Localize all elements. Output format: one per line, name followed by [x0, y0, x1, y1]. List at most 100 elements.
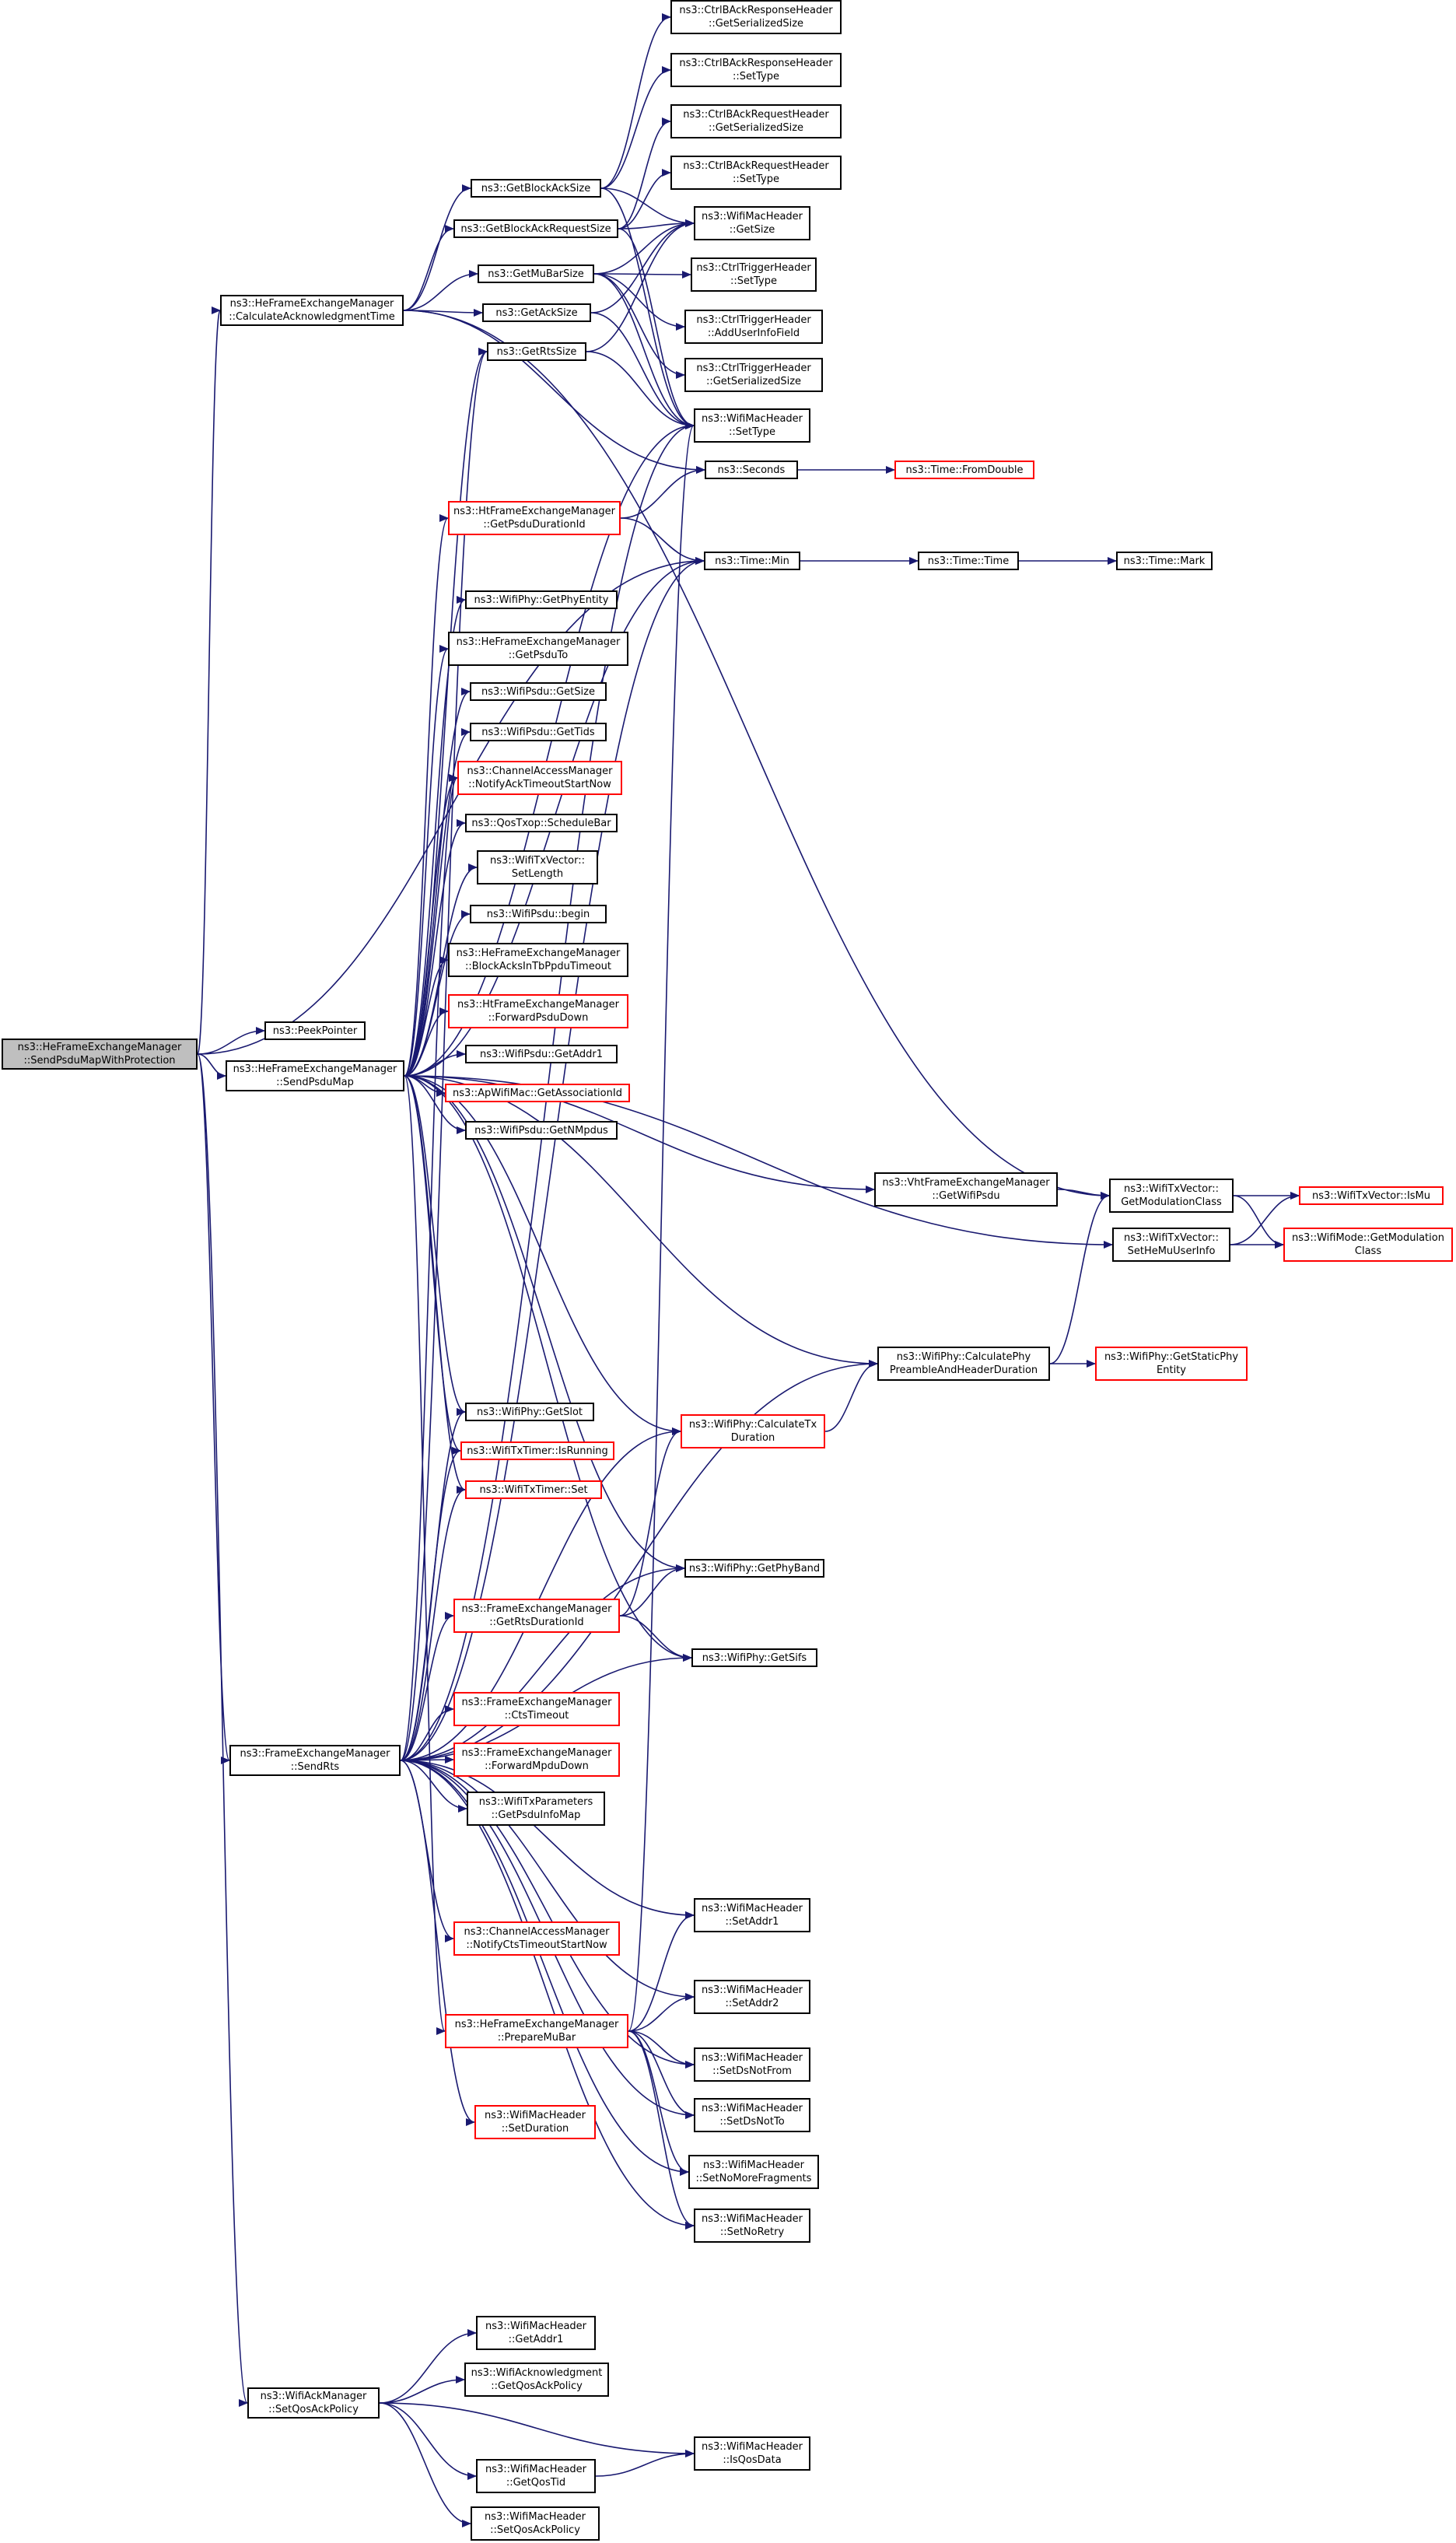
node-txp-psdu-map[interactable]: ns3::WifiTxParameters::GetPsduInfoMap [467, 1792, 605, 1826]
node-seconds[interactable]: ns3::Seconds [705, 461, 798, 479]
node-txv-set-he-mu[interactable]: ns3::WifiTxVector::SetHeMuUserInfo [1112, 1228, 1230, 1262]
node-label-line: ::GetPsduInfoMap [491, 1809, 581, 1821]
node-get-block-ack-req-size[interactable]: ns3::GetBlockAckRequestSize [453, 219, 618, 238]
node-psdu-gettids[interactable]: ns3::WifiPsdu::GetTids [470, 723, 607, 741]
node-label-line: ns3::CtrlTriggerHeader [696, 314, 811, 326]
node-mac-setdsnotto[interactable]: ns3::WifiMacHeader::SetDsNotTo [694, 2098, 810, 2132]
node-he-calc-ack-time[interactable]: ns3::HeFrameExchangeManager::CalculateAc… [220, 295, 404, 326]
node-txv-ismu[interactable]: ns3::WifiTxVector::IsMu [1299, 1186, 1444, 1205]
node-psdu-getsize[interactable]: ns3::WifiPsdu::GetSize [470, 682, 607, 701]
node-get-block-ack-size[interactable]: ns3::GetBlockAckSize [471, 179, 601, 198]
node-mac-settype[interactable]: ns3::WifiMacHeader::SetType [694, 408, 810, 443]
node-label-line: ns3::Time::Time [927, 555, 1010, 567]
node-mac-setaddr2[interactable]: ns3::WifiMacHeader::SetAddr2 [694, 1980, 810, 2014]
node-ctrl-ba-req-getsize[interactable]: ns3::CtrlBAckRequestHeader::GetSerialize… [670, 104, 842, 138]
node-label-line: ns3::HeFrameExchangeManager [456, 636, 621, 648]
node-timer-isrunning[interactable]: ns3::WifiTxTimer::IsRunning [460, 1441, 614, 1460]
node-ap-assoc-id[interactable]: ns3::ApWifiMac::GetAssociationId [445, 1084, 630, 1102]
node-ack-get-qos-policy[interactable]: ns3::WifiAcknowledgment::GetQosAckPolicy [464, 2363, 609, 2397]
node-vht-get-psdu[interactable]: ns3::VhtFrameExchangeManager::GetWifiPsd… [874, 1172, 1058, 1207]
node-trig-settype[interactable]: ns3::CtrlTriggerHeader::SetType [691, 257, 817, 292]
node-label-line: ns3::CtrlTriggerHeader [696, 363, 811, 374]
node-mac-setnoretry[interactable]: ns3::WifiMacHeader::SetNoRetry [694, 2208, 810, 2243]
edge-fem-send-rts-to-txp-psdu-map [400, 1760, 467, 1813]
node-mac-setnomorefrag[interactable]: ns3::WifiMacHeader::SetNoMoreFragments [688, 2155, 819, 2189]
edge-he-send-psdu-map-to-psdu-gettids [404, 728, 471, 1077]
node-ht-fwd-psdu[interactable]: ns3::HtFrameExchangeManager::ForwardPsdu… [448, 994, 628, 1028]
node-mac-isqosdata[interactable]: ns3::WifiMacHeader::IsQosData [694, 2436, 810, 2471]
node-trig-getsize[interactable]: ns3::CtrlTriggerHeader::GetSerializedSiz… [684, 358, 823, 392]
node-mac-getsize[interactable]: ns3::WifiMacHeader::GetSize [694, 206, 810, 240]
node-label-line: ns3::CtrlBAckRequestHeader [683, 160, 829, 172]
node-he-prepare-mubar[interactable]: ns3::HeFrameExchangeManager::PrepareMuBa… [445, 2014, 628, 2048]
node-mac-setdsnotfrom[interactable]: ns3::WifiMacHeader::SetDsNotFrom [694, 2047, 810, 2082]
node-fem-send-rts[interactable]: ns3::FrameExchangeManager::SendRts [229, 1745, 401, 1776]
node-txv-setlength[interactable]: ns3::WifiTxVector::SetLength [477, 850, 598, 884]
node-trig-add-user[interactable]: ns3::CtrlTriggerHeader::AddUserInfoField [684, 310, 823, 344]
node-time-fromdouble[interactable]: ns3::Time::FromDouble [894, 461, 1034, 479]
node-ctrl-ba-req-settype[interactable]: ns3::CtrlBAckRequestHeader::SetType [670, 156, 842, 190]
node-ctrl-ba-resp-getsize[interactable]: ns3::CtrlBAckResponseHeader::GetSerializ… [670, 0, 842, 34]
node-time-min[interactable]: ns3::Time::Min [704, 552, 800, 570]
node-get-rts-size[interactable]: ns3::GetRtsSize [487, 342, 586, 361]
node-time-mark[interactable]: ns3::Time::Mark [1116, 552, 1213, 570]
node-cam-ack-timeout[interactable]: ns3::ChannelAccessManager::NotifyAckTime… [457, 761, 622, 795]
node-label-line: ::GetSize [729, 224, 775, 236]
node-fem-fwd-mpdu[interactable]: ns3::FrameExchangeManager::ForwardMpduDo… [453, 1743, 620, 1777]
node-timer-set[interactable]: ns3::WifiTxTimer::Set [465, 1480, 602, 1499]
node-psdu-nmpdus[interactable]: ns3::WifiPsdu::GetNMpdus [465, 1121, 618, 1140]
node-get-mu-bar-size[interactable]: ns3::GetMuBarSize [478, 264, 594, 283]
edge-get-mu-bar-size-to-trig-add-user [593, 273, 685, 331]
node-phy-getsifs[interactable]: ns3::WifiPhy::GetSifs [691, 1648, 817, 1667]
node-cam-cts-timeout[interactable]: ns3::ChannelAccessManager::NotifyCtsTime… [453, 1921, 620, 1956]
edge-he-send-psdu-map-to-he-ba-timeout [404, 956, 449, 1077]
node-mac-getaddr1[interactable]: ns3::WifiMacHeader::GetAddr1 [476, 2316, 596, 2350]
node-mac-getqostid[interactable]: ns3::WifiMacHeader::GetQosTid [476, 2459, 596, 2493]
node-phy-getslot[interactable]: ns3::WifiPhy::GetSlot [465, 1403, 594, 1421]
node-label-line: ::SetDsNotTo [719, 2116, 785, 2128]
node-ack-set-qos-policy[interactable]: ns3::WifiAckManager::SetQosAckPolicy [247, 2387, 380, 2419]
edge-root-to-he-send-psdu-map [197, 1053, 226, 1080]
node-qos-schedule-bar[interactable]: ns3::QosTxop::ScheduleBar [465, 814, 618, 832]
edge-ack-set-qos-policy-to-mac-isqosdata [379, 2402, 695, 2457]
node-mac-setqosackpolicy[interactable]: ns3::WifiMacHeader::SetQosAckPolicy [471, 2506, 600, 2541]
node-label-line: ns3::WifiPhy::GetSifs [702, 1652, 807, 1664]
node-fem-cts-timeout[interactable]: ns3::FrameExchangeManager::CtsTimeout [453, 1692, 620, 1726]
node-he-send-psdu-map[interactable]: ns3::HeFrameExchangeManager::SendPsduMap [226, 1060, 404, 1091]
node-label-line: ::SetType [733, 71, 779, 82]
node-ctrl-ba-resp-settype[interactable]: ns3::CtrlBAckResponseHeader::SetType [670, 53, 842, 87]
edge-he-prepare-mubar-to-mac-settype [628, 422, 695, 2032]
node-mac-setduration[interactable]: ns3::WifiMacHeader::SetDuration [474, 2105, 596, 2139]
node-label-line: ::SetDuration [501, 2123, 569, 2135]
node-label-line: ns3::VhtFrameExchangeManager [882, 1177, 1050, 1189]
node-label-line: ::SetDsNotFrom [712, 2065, 792, 2077]
node-psdu-begin[interactable]: ns3::WifiPsdu::begin [470, 905, 607, 923]
edge-he-calc-ack-time-to-get-block-ack-req-size [403, 225, 454, 311]
node-txv-get-mod[interactable]: ns3::WifiTxVector::GetModulationClass [1109, 1179, 1234, 1213]
node-phy-getband[interactable]: ns3::WifiPhy::GetPhyBand [684, 1559, 824, 1578]
node-label-line: ns3::WifiAckManager [260, 2391, 367, 2402]
node-mac-setaddr1[interactable]: ns3::WifiMacHeader::SetAddr1 [694, 1898, 810, 1932]
node-phy-get-entity[interactable]: ns3::WifiPhy::GetPhyEntity [465, 590, 618, 609]
edge-he-send-psdu-map-to-phy-get-entity [404, 596, 466, 1077]
edge-get-mu-bar-size-to-mac-settype [593, 273, 695, 429]
edge-fem-send-rts-to-timer-set [400, 1486, 466, 1761]
node-he-ba-timeout[interactable]: ns3::HeFrameExchangeManager::BlockAcksIn… [448, 943, 628, 977]
node-get-ack-size[interactable]: ns3::GetAckSize [482, 303, 591, 322]
node-psdu-getaddr1[interactable]: ns3::WifiPsdu::GetAddr1 [465, 1045, 618, 1063]
node-label-line: ns3::Seconds [717, 464, 786, 476]
edge-ht-get-psdu-dur-to-seconds [620, 466, 705, 519]
edge-ht-get-psdu-dur-to-time-min [620, 517, 705, 565]
node-time-time[interactable]: ns3::Time::Time [918, 552, 1019, 570]
edge-fem-send-rts-to-cam-ack-timeout [400, 774, 458, 1761]
node-peek-pointer[interactable]: ns3::PeekPointer [264, 1021, 366, 1040]
node-fem-rts-dur[interactable]: ns3::FrameExchangeManager::GetRtsDuratio… [453, 1599, 620, 1633]
edge-he-send-psdu-map-to-timer-set [404, 1075, 466, 1494]
node-he-get-psdu-to[interactable]: ns3::HeFrameExchangeManager::GetPsduTo [448, 632, 628, 666]
node-label-line: ns3::PeekPointer [272, 1025, 358, 1037]
node-ht-get-psdu-dur[interactable]: ns3::HtFrameExchangeManager::GetPsduDura… [448, 501, 621, 535]
